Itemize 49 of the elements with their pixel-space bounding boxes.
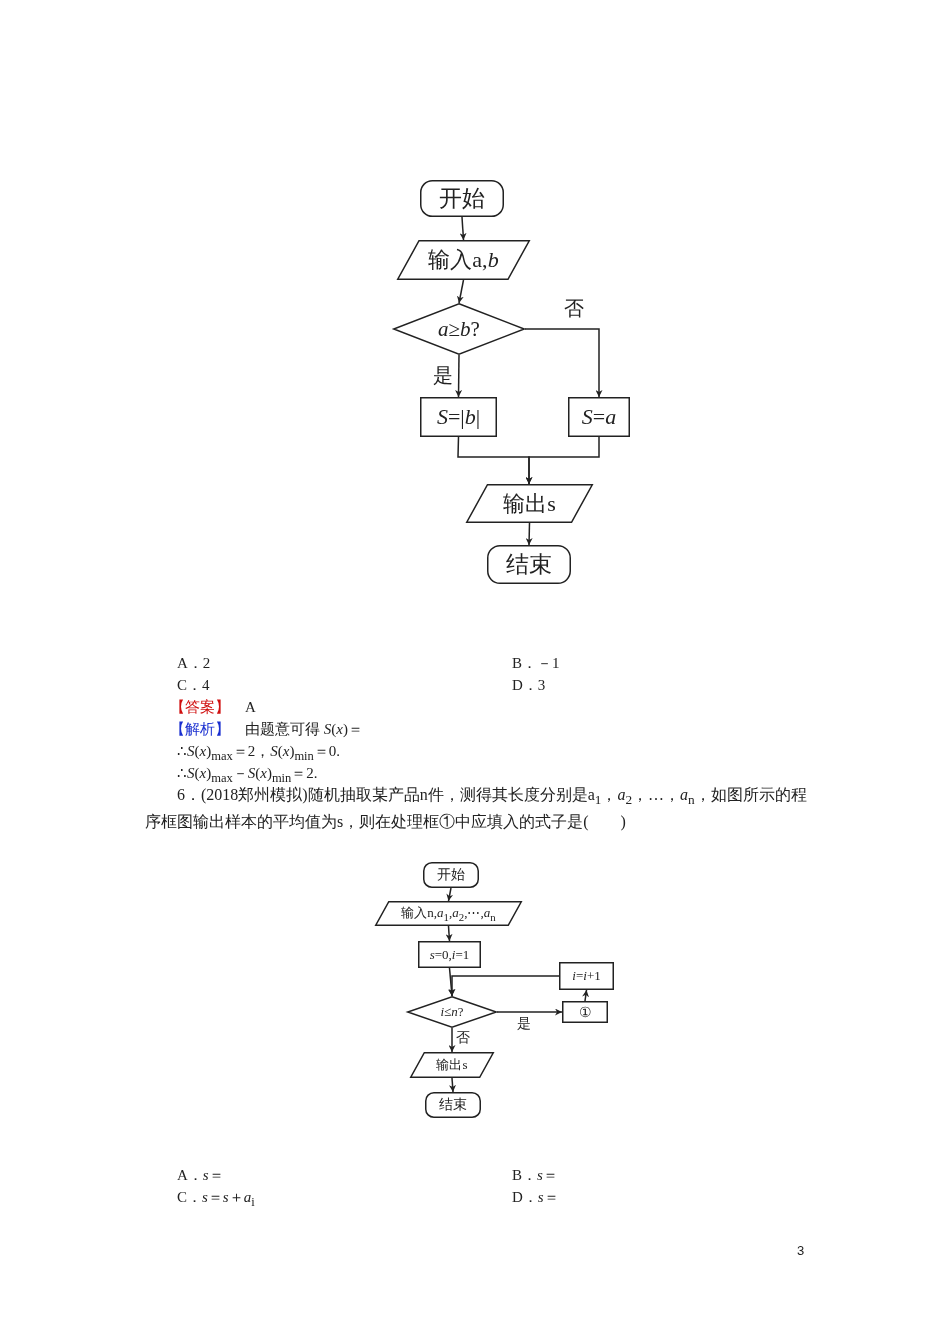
decision-diamond: a≥b? bbox=[393, 303, 525, 355]
arrow bbox=[582, 989, 589, 1002]
arrow bbox=[524, 328, 603, 398]
end-box: 结束 bbox=[487, 545, 571, 584]
arrow bbox=[456, 279, 465, 304]
input-box: 输入a,b bbox=[397, 240, 530, 280]
question-text: 6．(2018郑州模拟)随机抽取某产品n件，测得其长度分别是a$_{1}$，a$_{2}$，…，a$_{n}$，如图所示的程序框图输出样本的平均值为s，则在处理框①中应填入的式子是( ) bbox=[145, 785, 808, 833]
answer-option: B．s＝ bbox=[512, 1164, 558, 1186]
arrow bbox=[448, 1027, 456, 1053]
arrow bbox=[447, 967, 455, 997]
process-box: ① bbox=[562, 1001, 608, 1023]
process-box: i=i+1 bbox=[559, 962, 614, 990]
answer-option: D．3 bbox=[512, 674, 546, 696]
solution-line: ∴S(x)$_{max}$＝2，S(x)$_{min}$＝0. bbox=[177, 742, 341, 765]
arrow bbox=[446, 887, 454, 902]
solution-line: ∴S(x)$_{max}$－S(x)$_{min}$＝2. bbox=[177, 764, 318, 786]
answer-option: C．4 bbox=[177, 674, 210, 696]
answer-option: A．2 bbox=[177, 652, 211, 674]
output-box: 输出s bbox=[466, 484, 593, 523]
edge-label: 是 bbox=[517, 1017, 531, 1031]
arrow bbox=[525, 522, 533, 546]
page-number: 3 bbox=[797, 1242, 805, 1260]
edge-label: 是 bbox=[433, 365, 453, 385]
arrow bbox=[459, 216, 467, 241]
start-box: 开始 bbox=[420, 180, 504, 217]
decision-diamond: i≤n? bbox=[407, 996, 497, 1028]
answer-heading: 【答案】 bbox=[170, 698, 230, 717]
end-box: 结束 bbox=[425, 1092, 481, 1118]
arrow bbox=[525, 436, 600, 485]
arrow bbox=[449, 1077, 456, 1093]
process-box: s=0,i=1 bbox=[418, 941, 481, 968]
output-box: 输出s bbox=[410, 1052, 494, 1078]
arrow bbox=[496, 1008, 563, 1016]
answer-option: B．－1 bbox=[512, 652, 560, 674]
analysis-text: 由题意可得 S(x)＝ bbox=[245, 720, 363, 739]
edge-label: 否 bbox=[456, 1031, 470, 1045]
analysis-heading: 【解析】 bbox=[170, 720, 230, 739]
arrow bbox=[455, 354, 463, 398]
arrow bbox=[448, 975, 560, 997]
process-box: S=a bbox=[568, 397, 630, 437]
process-box: S=|b| bbox=[420, 397, 497, 437]
input-box: 输入n,a$_{1}$,a$_{2}$,⋯,a$_{n}$ bbox=[375, 901, 522, 926]
start-box: 开始 bbox=[423, 862, 479, 888]
answer-option: C．s＝s＋a$_{i}$ bbox=[177, 1186, 255, 1213]
answer-option: D．s＝ bbox=[512, 1186, 559, 1208]
arrow bbox=[445, 925, 453, 942]
answer-option: A．s＝ bbox=[177, 1164, 224, 1186]
answer-text: A bbox=[245, 698, 256, 717]
edge-label: 否 bbox=[564, 298, 584, 318]
